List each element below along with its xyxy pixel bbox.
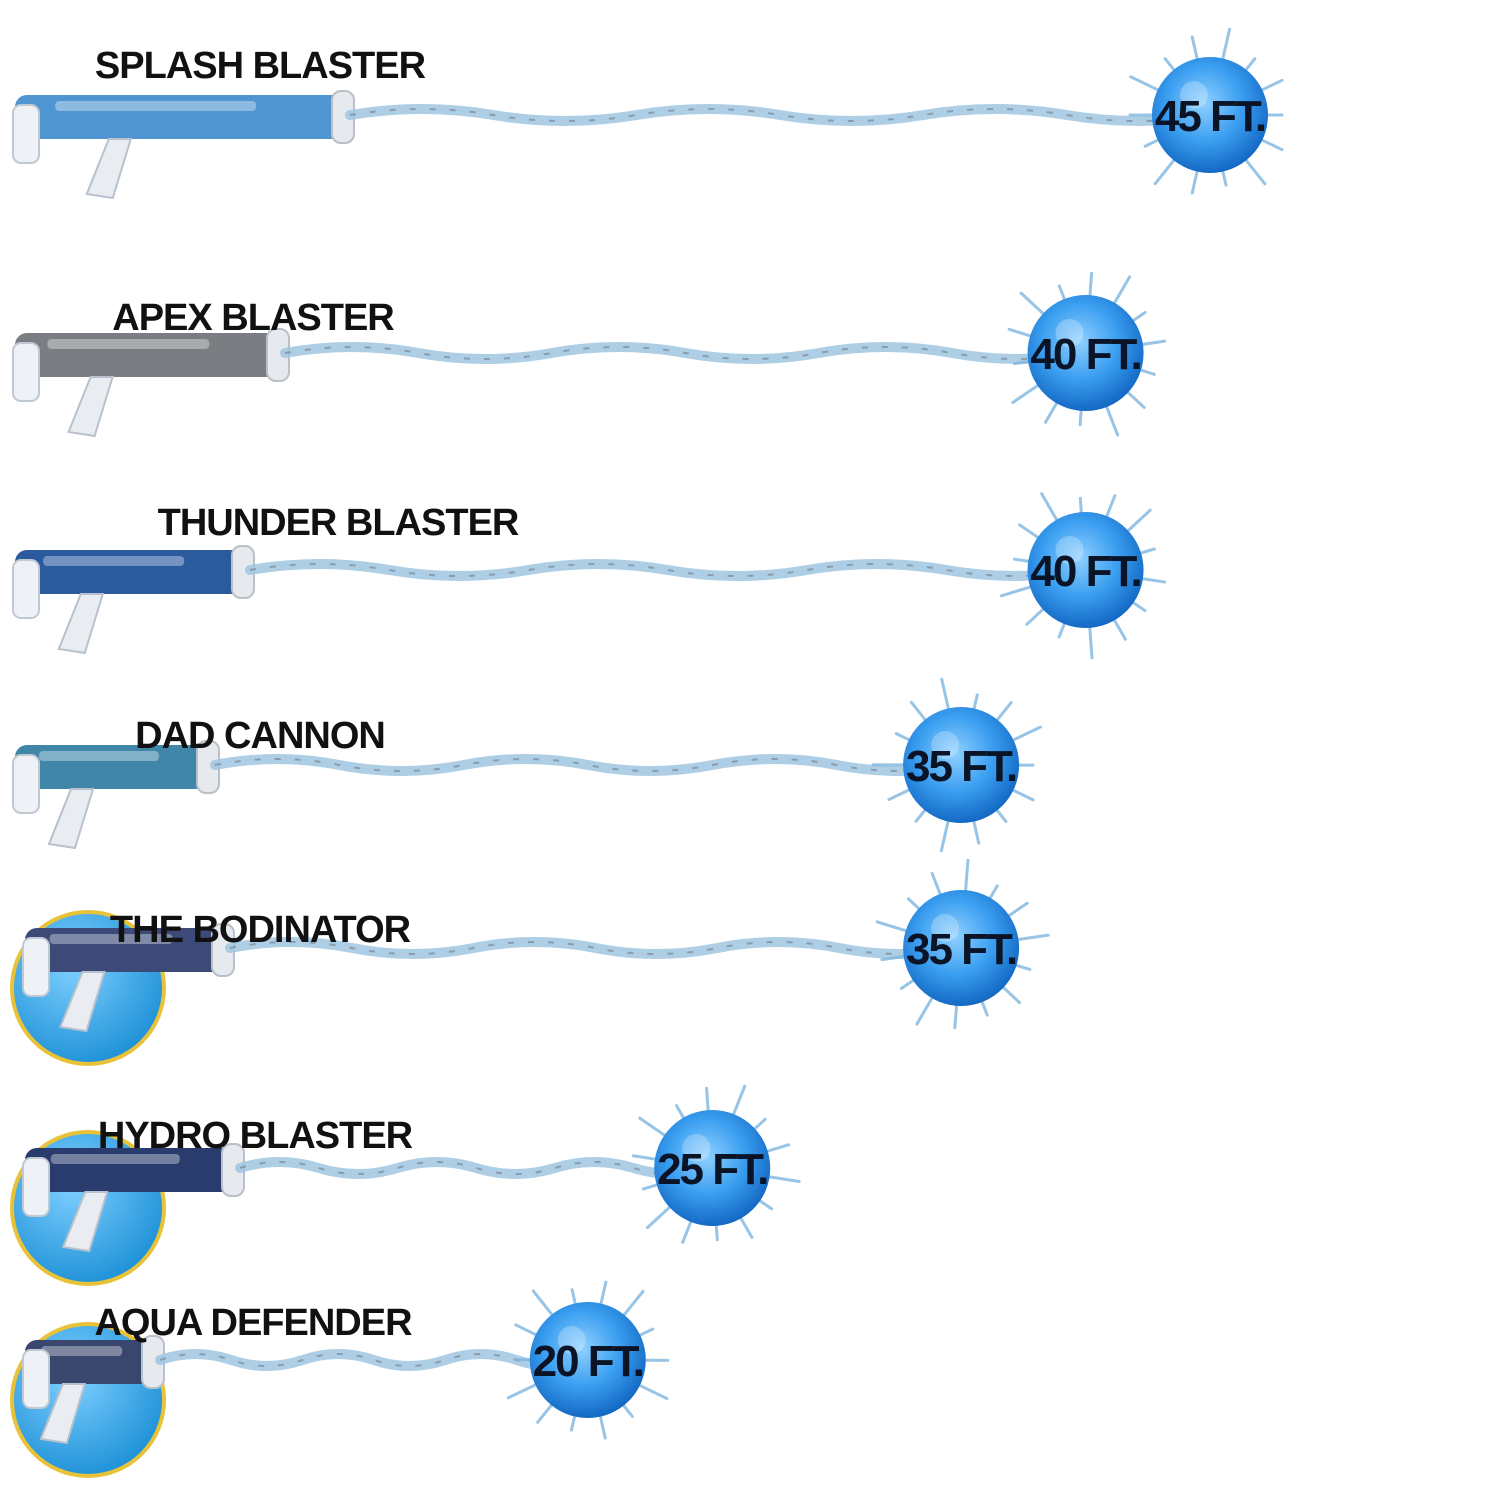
water-stream-bar xyxy=(210,754,967,776)
splash-droplet xyxy=(999,492,1167,660)
splash-spray xyxy=(631,1084,801,1244)
splash-droplet xyxy=(1128,27,1284,195)
apex-blaster-image xyxy=(12,328,290,438)
blaster-row: 40 FT. THUNDER BLASTER xyxy=(12,492,1167,660)
water-stream-bar xyxy=(235,1157,718,1179)
bodinator-image xyxy=(10,910,235,1066)
blaster-name-label: AQUA DEFENDER xyxy=(94,1302,412,1344)
blaster-row: 40 FT. APEX BLASTER xyxy=(12,271,1167,438)
blaster-row: 35 FT. THE BODINATOR xyxy=(10,858,1050,1066)
blaster-name-label: THUNDER BLASTER xyxy=(158,502,519,544)
water-stream-bar xyxy=(345,104,1215,126)
blaster-name-label: HYDRO BLASTER xyxy=(98,1115,413,1157)
hydro-blaster-image xyxy=(10,1130,245,1286)
splash-droplet xyxy=(1007,271,1167,437)
aqua-defender-image xyxy=(10,1322,166,1478)
splash-droplet xyxy=(506,1280,670,1440)
blaster-row: 45 FT. SPLASH BLASTER xyxy=(12,27,1284,200)
splash-droplet xyxy=(871,677,1042,853)
splash-droplet xyxy=(875,858,1050,1030)
dad-cannon-image xyxy=(12,740,220,850)
splash-spray xyxy=(999,492,1167,660)
range-value-label: 35 FT. xyxy=(906,925,1016,974)
blaster-row: 25 FT. HYDRO BLASTER xyxy=(10,1084,801,1286)
splash-spray xyxy=(875,858,1050,1030)
splash-droplet xyxy=(631,1084,801,1244)
range-value-label: 25 FT. xyxy=(657,1145,767,1194)
splash-spray xyxy=(1128,27,1284,195)
splash-blaster-image xyxy=(12,90,355,200)
range-value-label: 40 FT. xyxy=(1030,547,1140,596)
blaster-row: 35 FT. DAD CANNON xyxy=(12,677,1042,853)
range-value-label: 20 FT. xyxy=(533,1337,643,1386)
blaster-name-label: APEX BLASTER xyxy=(112,297,394,339)
splash-spray xyxy=(1007,271,1167,437)
range-value-label: 35 FT. xyxy=(906,742,1016,791)
blaster-name-label: THE BODINATOR xyxy=(110,909,411,951)
splash-spray xyxy=(871,677,1042,853)
thunder-blaster-image xyxy=(12,545,255,655)
splash-spray xyxy=(506,1280,670,1440)
blaster-name-label: SPLASH BLASTER xyxy=(95,45,426,87)
blaster-row: 20 FT. AQUA DEFENDER xyxy=(10,1280,670,1478)
range-value-label: 45 FT. xyxy=(1155,92,1265,141)
water-stream-bar xyxy=(245,559,1091,581)
range-value-label: 40 FT. xyxy=(1030,330,1140,379)
blaster-name-label: DAD CANNON xyxy=(135,715,385,757)
